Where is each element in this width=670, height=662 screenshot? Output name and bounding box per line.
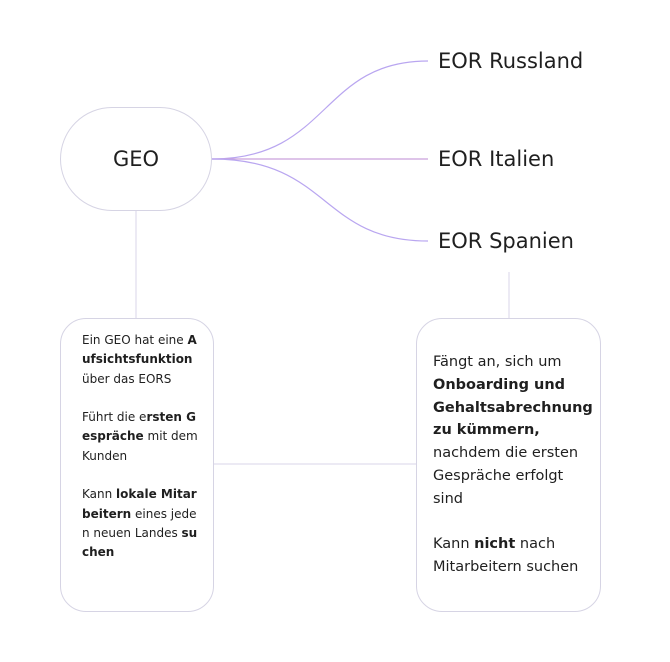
eor-note-paragraph-1: Fängt an, sich um Onboarding und Gehalts… <box>433 354 593 507</box>
branch-eor-russland[interactable]: EOR Russland <box>438 49 584 73</box>
geo-note-paragraph-3: Kann lokale Mitarbeitern eines jeden neu… <box>82 487 198 560</box>
eor-note-paragraph-2: Kann nicht nach Mitarbeitern suchen <box>433 536 579 576</box>
geo-node[interactable]: GEO <box>60 107 212 211</box>
geo-note-paragraph-2: Führt die ersten Gespräche mit dem Kunde… <box>82 410 198 463</box>
eor-note[interactable]: Fängt an, sich um Onboarding und Gehalts… <box>416 318 601 612</box>
branch-line-russland <box>211 60 429 160</box>
geo-note-paragraph-1: Ein GEO hat eine Aufsichtsfunktion über … <box>82 333 197 386</box>
branch-eor-italien[interactable]: EOR Italien <box>438 147 555 171</box>
geo-node-label: GEO <box>112 147 160 171</box>
geo-note[interactable]: Ein GEO hat eine Aufsichtsfunktion über … <box>60 318 214 612</box>
branch-eor-spanien[interactable]: EOR Spanien <box>438 229 574 253</box>
branch-line-spanien <box>211 158 429 242</box>
